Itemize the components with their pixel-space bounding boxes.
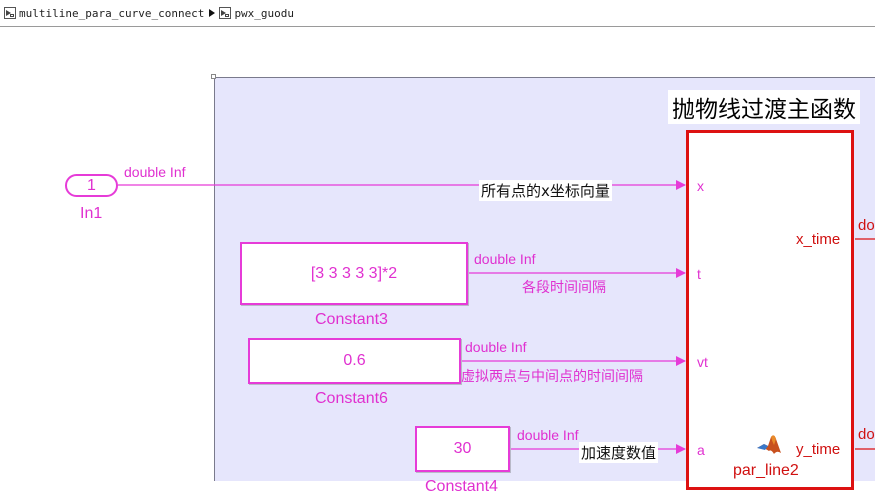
matlab-function-block[interactable]: [686, 130, 854, 490]
resize-handle[interactable]: [211, 74, 216, 79]
constant4-block[interactable]: 30: [415, 426, 510, 472]
function-title: 抛物线过渡主函数: [668, 90, 860, 124]
breadcrumb: multiline_para_curve_connect pwx_guodu: [0, 0, 875, 27]
constant3-label: Constant3: [315, 311, 388, 328]
constant3-block[interactable]: [3 3 3 3 3]*2: [240, 242, 468, 305]
input-port-x[interactable]: x: [697, 178, 704, 194]
input-port-t[interactable]: t: [697, 266, 701, 282]
breadcrumb-separator-icon: [209, 9, 216, 17]
constant6-signal-type: double Inf: [465, 339, 527, 355]
input-port-vt[interactable]: vt: [697, 354, 708, 370]
diagram-canvas[interactable]: 1 In1 double Inf 所有点的x坐标向量 [3 3 3 3 3]*2…: [0, 28, 875, 495]
constant4-wire-note: 加速度数值: [579, 442, 659, 463]
function-block-name: par_line2: [733, 462, 799, 479]
breadcrumb-item-model[interactable]: multiline_para_curve_connect: [19, 6, 205, 20]
constant3-signal-type: double Inf: [474, 251, 536, 267]
constant3-wire-note: 各段时间间隔: [522, 280, 606, 296]
inport-block[interactable]: 1: [65, 174, 118, 197]
subsystem-icon: [219, 7, 232, 19]
output-port-y-time[interactable]: y_time: [796, 441, 841, 458]
constant6-label: Constant6: [315, 390, 388, 407]
y-time-signal-type: do: [858, 426, 875, 443]
inport-signal-type: double Inf: [124, 164, 186, 180]
inport-label: In1: [80, 205, 103, 222]
constant6-wire-note: 虚拟两点与中间点的时间间隔: [461, 369, 643, 385]
constant6-block[interactable]: 0.6: [248, 338, 461, 384]
output-port-x-time[interactable]: x_time: [796, 231, 841, 248]
input-port-a[interactable]: a: [697, 442, 705, 458]
matlab-logo-icon: [757, 435, 781, 454]
x-time-signal-type: do: [858, 217, 875, 234]
inport-wire-note: 所有点的x坐标向量: [479, 180, 612, 201]
breadcrumb-item-subsystem[interactable]: pwx_guodu: [234, 6, 295, 20]
model-icon: [4, 7, 16, 19]
constant4-signal-type: double Inf: [517, 427, 579, 443]
